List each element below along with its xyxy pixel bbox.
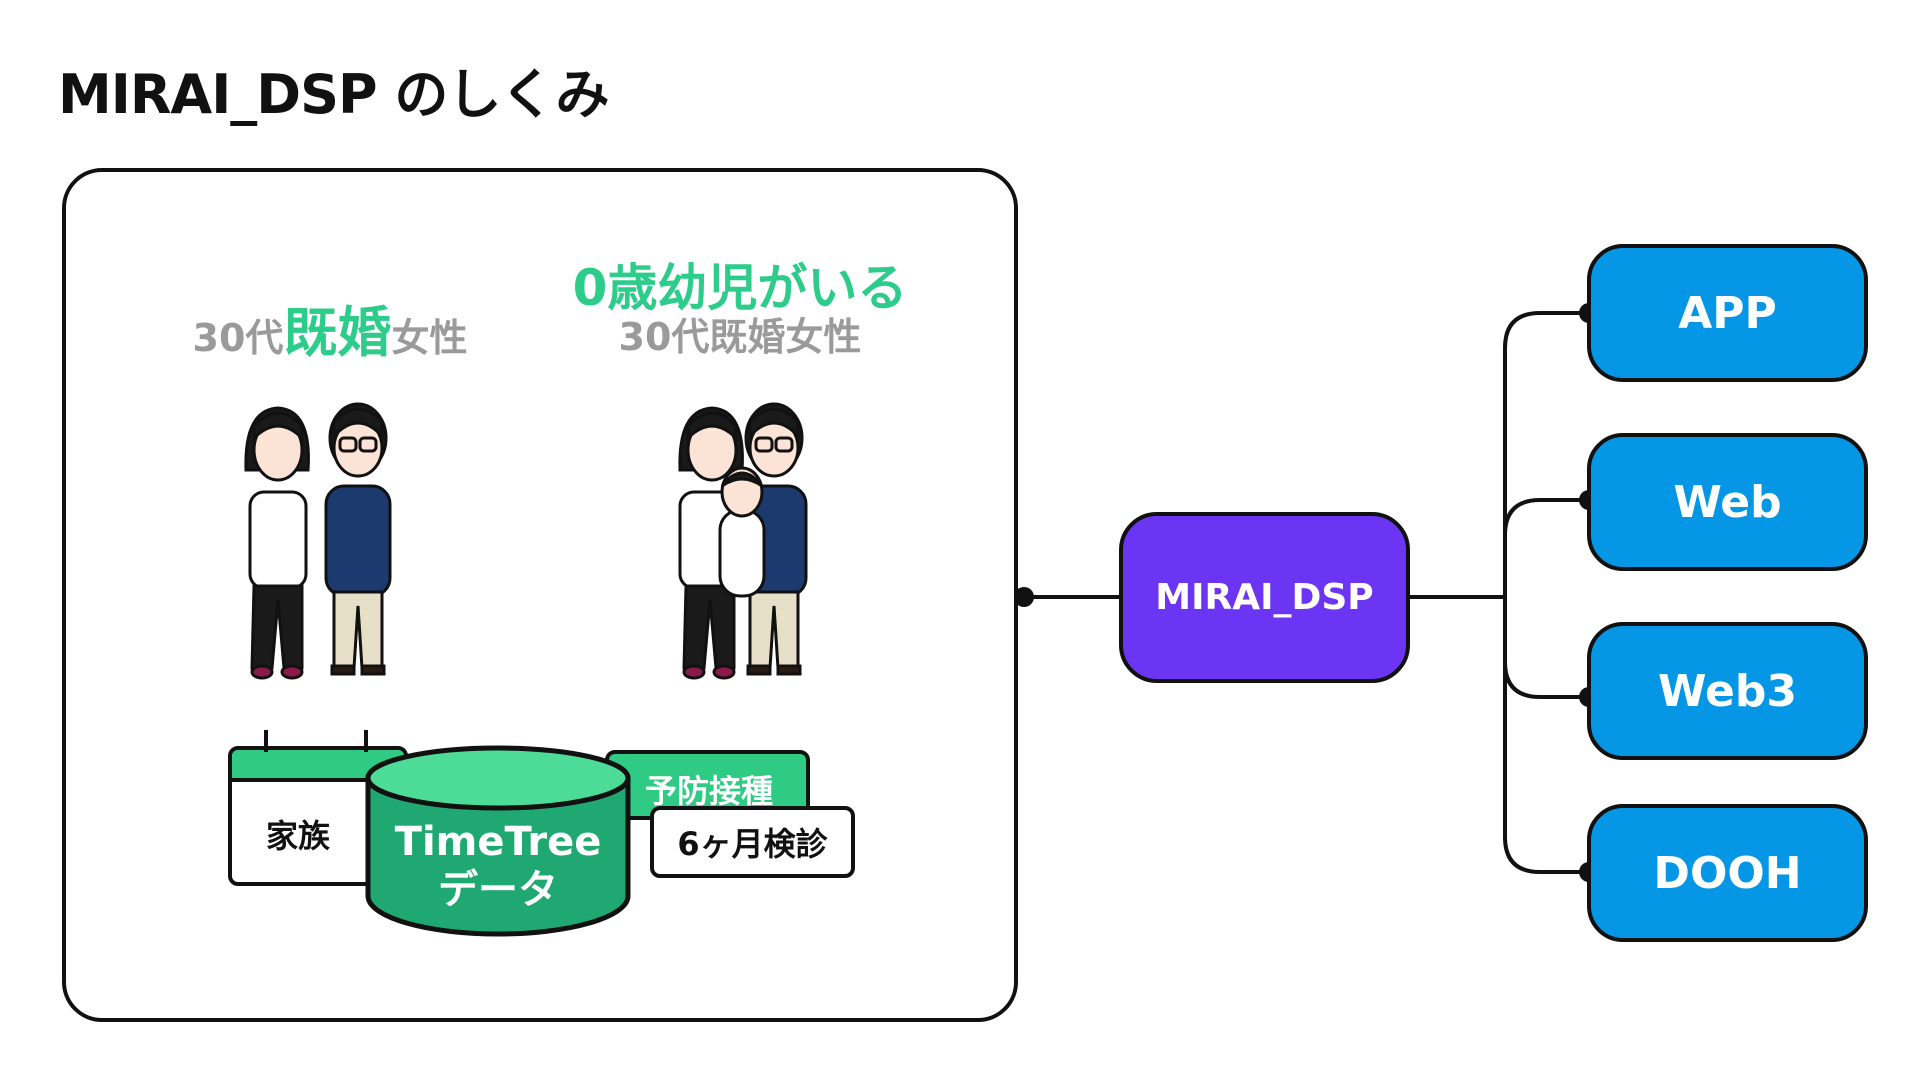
segment-1-suffix: 女性 <box>391 316 468 360</box>
segment-1-prefix: 30代 <box>192 316 284 360</box>
timetree-data-label-line2: データ <box>438 867 558 913</box>
couple-illustration <box>244 402 392 680</box>
timetree-data-label: TimeTree データ <box>368 818 628 914</box>
segment-2-headline: 0歳幼児がいる <box>572 259 908 317</box>
baby-figure <box>718 466 766 598</box>
mirai-dsp-hub-node: MIRAI_DSP <box>1119 512 1410 683</box>
channel-web3-node: Web3 <box>1587 622 1868 760</box>
database-icon <box>365 745 631 937</box>
segment-2-sub: 30代既婚女性 <box>618 315 862 359</box>
man-figure <box>324 402 392 676</box>
woman-figure <box>678 406 744 680</box>
calendar-family-label: 家族 <box>265 817 330 855</box>
channel-app-node: APP <box>1587 244 1868 382</box>
web3-branch <box>1503 661 1589 699</box>
segment-1-highlight: 既婚 <box>283 301 392 364</box>
web-branch <box>1503 498 1589 536</box>
channel-bus <box>1503 311 1589 874</box>
calendar-rings-icon <box>264 730 368 752</box>
man-figure <box>740 402 808 676</box>
family-illustration <box>678 402 808 680</box>
woman-figure <box>244 406 310 680</box>
channel-dooh-node: DOOH <box>1587 804 1868 942</box>
page-title: MIRAI_DSP のしくみ <box>58 63 610 126</box>
panel-connector-dot <box>1014 587 1034 607</box>
checkup-event-tag: 6ヶ月検診 <box>650 806 855 878</box>
segment-1-label: 30代既婚女性 <box>160 288 500 367</box>
channel-web-node: Web <box>1587 433 1868 571</box>
timetree-data-label-line1: TimeTree <box>394 819 602 865</box>
